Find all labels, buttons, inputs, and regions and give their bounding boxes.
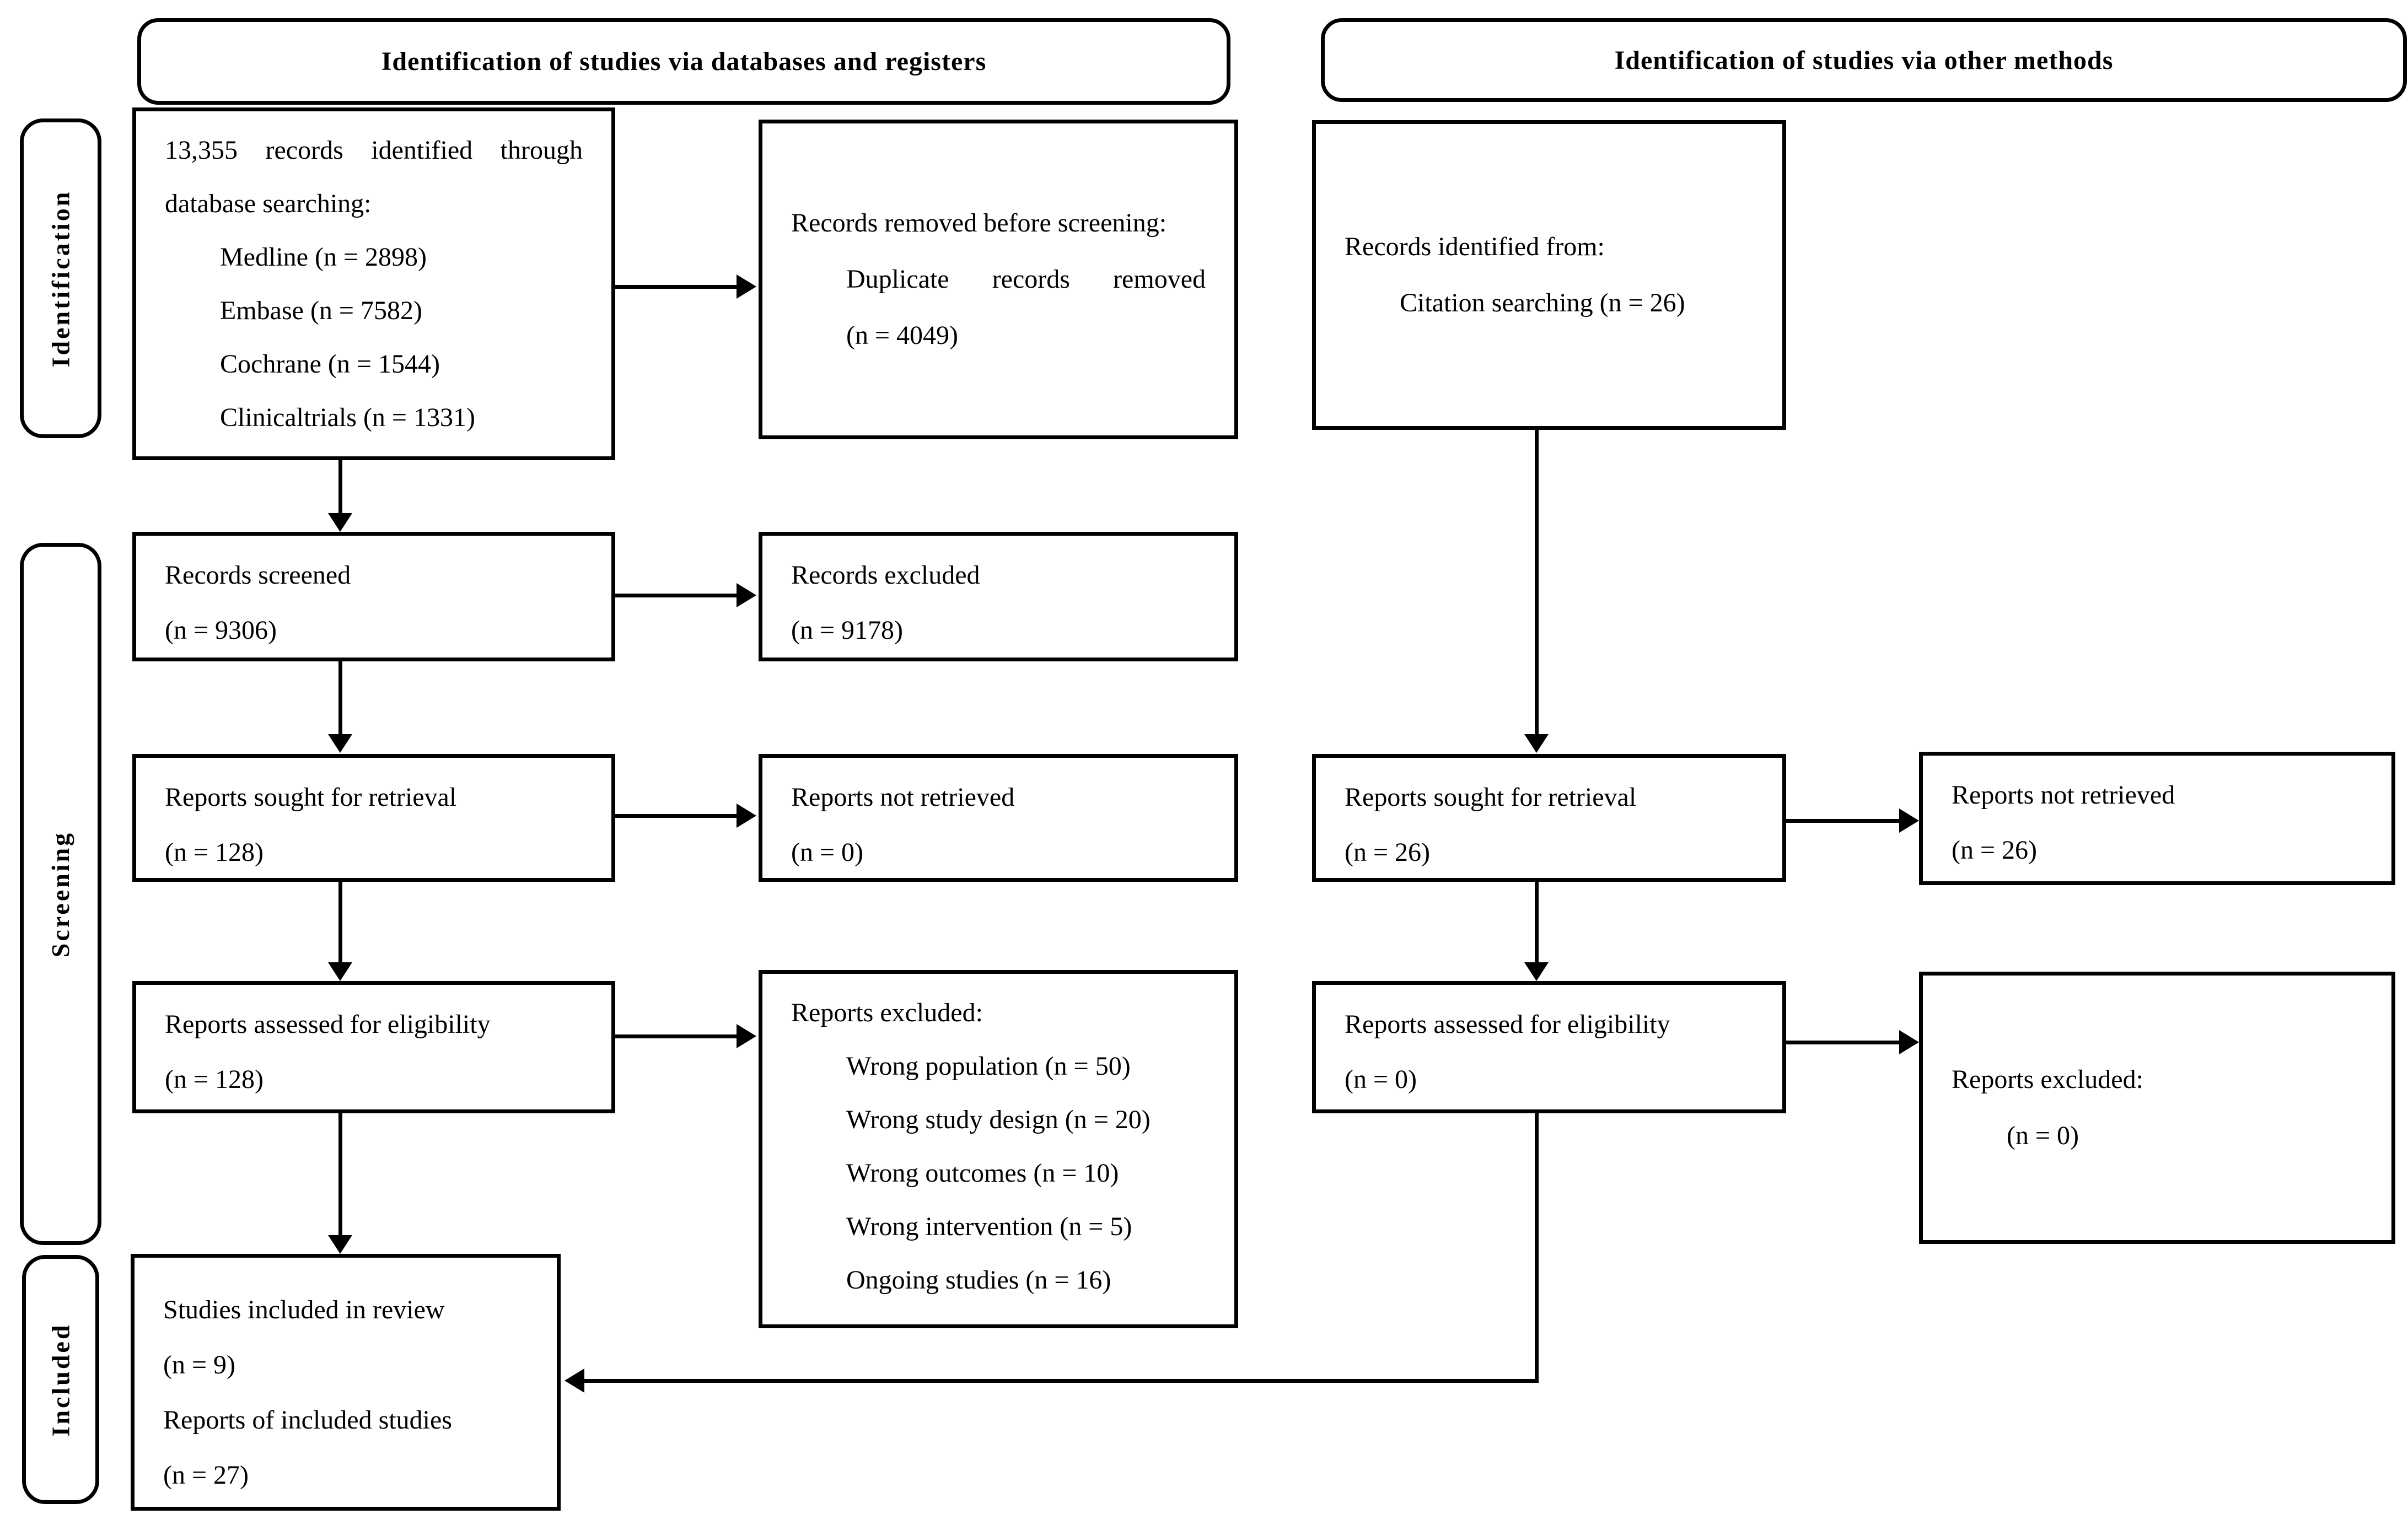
stage-identification-label: Identification [46, 190, 75, 367]
box-line: Medline (n = 2898) [220, 243, 427, 272]
box-line: Records removed before screening: [791, 208, 1167, 238]
arrow-other-assessed-elbow-vertical [1535, 1113, 1539, 1383]
box-line: Wrong study design (n = 20) [846, 1105, 1151, 1134]
arrow-identified-to-removed [615, 285, 737, 289]
box-line: Records excluded [791, 561, 980, 590]
arrow-sought-to-not-retrieved [615, 814, 737, 818]
box-line: 13,355 records identified through [165, 136, 583, 165]
box-records-screened: Records screened (n = 9306) [132, 532, 615, 661]
header-databases-registers: Identification of studies via databases … [137, 18, 1230, 105]
box-line: database searching: [165, 189, 372, 218]
arrowhead-down-icon [328, 734, 352, 753]
arrowhead-right-icon [737, 1024, 756, 1048]
box-line: (n = 0) [2007, 1121, 2079, 1150]
box-line: (n = 27) [163, 1461, 249, 1490]
arrowhead-down-icon [1524, 734, 1549, 753]
box-line: Cochrane (n = 1544) [220, 349, 440, 379]
arrow-identified-to-screened [338, 460, 342, 515]
box-records-excluded: Records excluded (n = 9178) [759, 532, 1238, 661]
box-line: Wrong population (n = 50) [846, 1052, 1131, 1081]
box-reports-excluded-other: Reports excluded: (n = 0) [1919, 972, 2395, 1244]
box-studies-included: Studies included in review (n = 9) Repor… [131, 1254, 561, 1511]
box-line: Records identified from: [1345, 232, 1605, 261]
box-line: Wrong intervention (n = 5) [846, 1212, 1132, 1241]
box-reports-assessed-databases: Reports assessed for eligibility (n = 12… [132, 981, 615, 1113]
box-line: Duplicate records removed [846, 265, 1206, 294]
box-line: Reports excluded: [1952, 1065, 2143, 1094]
box-reports-not-retrieved-databases: Reports not retrieved (n = 0) [759, 754, 1238, 882]
box-reports-sought-other: Reports sought for retrieval (n = 26) [1312, 754, 1786, 882]
arrowhead-down-icon [328, 513, 352, 532]
arrowhead-left-icon [565, 1368, 584, 1393]
box-reports-sought-databases: Reports sought for retrieval (n = 128) [132, 754, 615, 882]
box-records-identified: 13,355 records identified through databa… [132, 107, 615, 460]
box-records-removed: Records removed before screening: Duplic… [759, 120, 1238, 439]
stage-included-label: Included [46, 1323, 75, 1436]
arrow-other-sought-to-assessed [1535, 882, 1539, 964]
box-line: Embase (n = 7582) [220, 296, 422, 325]
box-line: (n = 128) [165, 838, 264, 867]
box-records-other-methods: Records identified from: Citation search… [1312, 120, 1786, 430]
arrowhead-right-icon [737, 274, 756, 299]
arrow-screened-to-sought [338, 661, 342, 736]
box-line: Reports excluded: [791, 998, 983, 1027]
arrow-assessed-to-excluded [615, 1034, 737, 1038]
arrowhead-right-icon [737, 804, 756, 828]
arrowhead-right-icon [737, 583, 756, 607]
stage-screening: Screening [20, 543, 101, 1245]
box-line: Studies included in review [163, 1295, 445, 1324]
box-line: Reports not retrieved [791, 783, 1015, 812]
box-line: (n = 4049) [846, 321, 959, 350]
box-line: (n = 9306) [165, 616, 277, 645]
header-other-methods: Identification of studies via other meth… [1321, 18, 2407, 102]
header-databases-label: Identification of studies via databases … [381, 47, 987, 76]
box-line: Clinicaltrials (n = 1331) [220, 403, 475, 432]
box-reports-excluded-databases: Reports excluded: Wrong population (n = … [759, 970, 1238, 1328]
arrow-screened-to-excluded [615, 594, 737, 597]
arrow-other-assessed-elbow-horizontal [584, 1379, 1539, 1383]
box-line: Records screened [165, 561, 351, 590]
arrow-other-identified-to-sought [1535, 430, 1539, 736]
stage-identification: Identification [20, 118, 101, 438]
box-line: Reports assessed for eligibility [1345, 1010, 1670, 1039]
arrowhead-right-icon [1899, 1030, 1919, 1054]
box-line: (n = 26) [1345, 838, 1431, 867]
box-line: (n = 0) [791, 838, 864, 867]
arrowhead-down-icon [1524, 962, 1549, 981]
box-reports-assessed-other: Reports assessed for eligibility (n = 0) [1312, 981, 1786, 1113]
box-line: Reports not retrieved [1952, 780, 2175, 810]
stage-screening-label: Screening [46, 831, 75, 957]
stage-included: Included [22, 1255, 99, 1504]
box-line: Reports of included studies [163, 1405, 452, 1435]
box-line: Reports sought for retrieval [1345, 783, 1637, 812]
box-line: Reports sought for retrieval [165, 783, 457, 812]
arrowhead-right-icon [1899, 809, 1919, 833]
arrowhead-down-icon [328, 1235, 352, 1254]
box-line: (n = 0) [1345, 1065, 1417, 1094]
arrowhead-down-icon [328, 962, 352, 981]
box-line: (n = 9178) [791, 616, 904, 645]
arrow-sought-to-assessed [338, 882, 342, 964]
box-line: Ongoing studies (n = 16) [846, 1265, 1111, 1295]
arrow-other-assessed-to-excluded [1786, 1041, 1899, 1044]
arrow-assessed-to-included [338, 1113, 342, 1237]
box-line: (n = 128) [165, 1065, 264, 1094]
box-line: (n = 26) [1952, 836, 2038, 865]
box-line: (n = 9) [163, 1350, 236, 1379]
box-line: Wrong outcomes (n = 10) [846, 1158, 1119, 1188]
box-line: Citation searching (n = 26) [1400, 288, 1685, 317]
arrow-other-sought-to-not-retrieved [1786, 819, 1899, 823]
box-line: Reports assessed for eligibility [165, 1010, 491, 1039]
header-other-label: Identification of studies via other meth… [1614, 45, 2114, 75]
box-reports-not-retrieved-other: Reports not retrieved (n = 26) [1919, 752, 2395, 885]
